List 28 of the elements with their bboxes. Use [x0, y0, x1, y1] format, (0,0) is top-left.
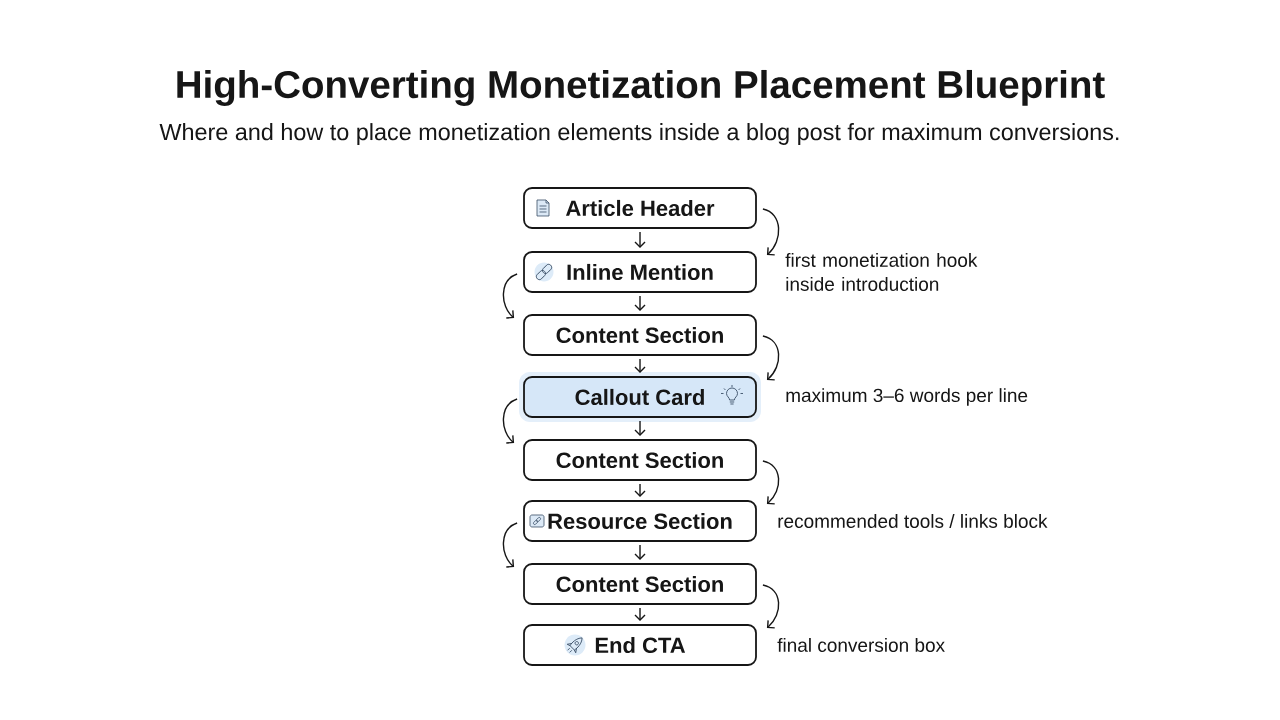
process-box: Inline Mention [523, 251, 757, 293]
subtitle: Where and how to place monetization elements inside a blog post for maximum conversions. [159, 123, 1119, 145]
arrow [634, 607, 646, 622]
process-box: Article Header [523, 187, 757, 229]
process-box: Resource Section [523, 500, 757, 542]
process-box: Content Section [523, 314, 757, 356]
annotation-text: final conversion box [777, 638, 945, 652]
arrow [762, 584, 780, 629]
arrow [634, 420, 646, 437]
arrow [634, 358, 646, 374]
arrow [634, 295, 646, 312]
arrow [634, 483, 646, 498]
annotation-text: first monetization hook inside introduction [785, 253, 978, 291]
arrow [634, 544, 646, 561]
process-box: End CTA [523, 624, 757, 666]
process-box: Content Section [523, 563, 757, 605]
highlighted-box: Callout Card [519, 372, 761, 422]
arrow [634, 231, 646, 249]
process-box: Content Section [523, 439, 757, 481]
arrow [502, 522, 518, 568]
arrow [762, 460, 780, 505]
annotation-text: recommended tools / links block [778, 514, 1048, 528]
title: High-Converting Monetization Placement Blueprint [177, 69, 1105, 106]
annotation-text: maximum 3–6 words per line [786, 388, 1028, 406]
arrow [502, 273, 518, 319]
arrow [762, 208, 780, 256]
arrow [762, 335, 780, 381]
arrow [502, 398, 518, 444]
